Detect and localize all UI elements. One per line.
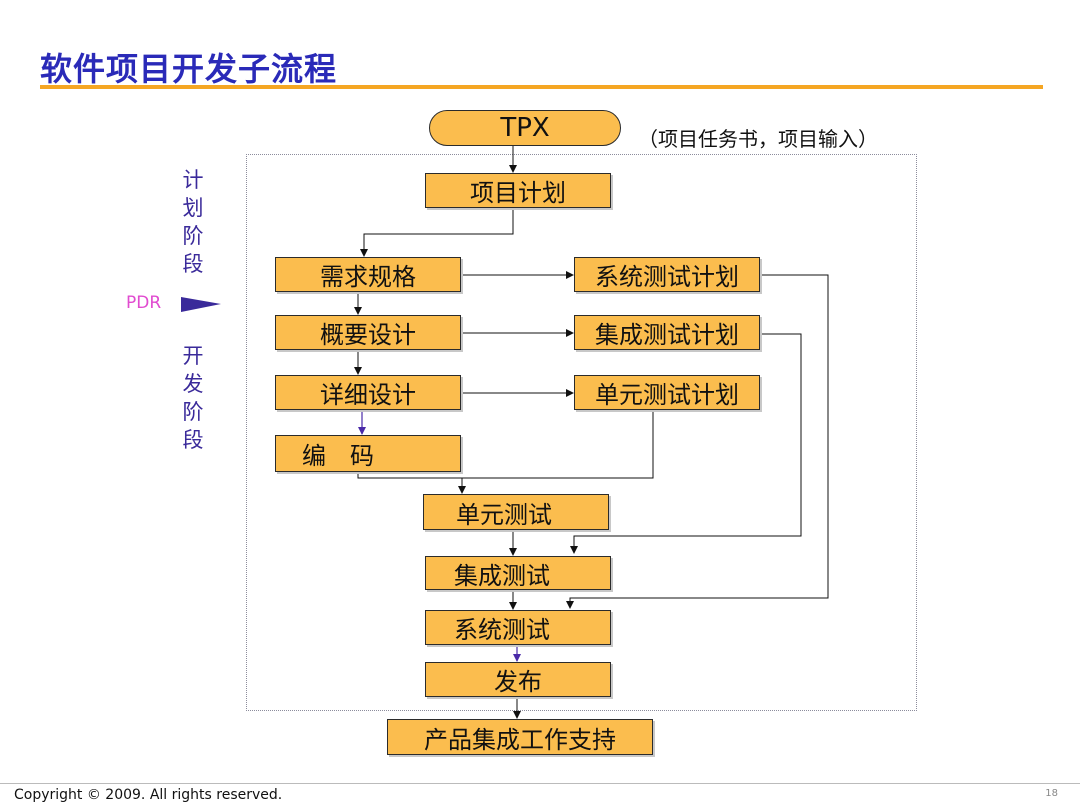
plan-to-req-arrow xyxy=(360,208,514,257)
step-detail-design: 详细设计 xyxy=(275,375,461,410)
step-system-test: 系统测试 xyxy=(425,610,611,645)
step-release: 发布 xyxy=(425,662,611,697)
integplan-to-integ-arrow xyxy=(570,333,802,554)
step-product-integration-support: 产品集成工作支持 xyxy=(387,719,653,755)
coding-to-unittest-arrow xyxy=(357,472,466,494)
footer-divider xyxy=(0,783,1080,784)
plan-integration-test: 集成测试计划 xyxy=(574,315,760,350)
step-project-plan: 项目计划 xyxy=(425,173,611,208)
tpx-note: （项目任务书，项目输入） xyxy=(638,127,878,151)
step-requirements: 需求规格 xyxy=(275,257,461,292)
systemplan-to-system-arrow xyxy=(566,274,829,609)
page-number: 18 xyxy=(1045,788,1058,799)
phase-dev-label: 开 发 阶 段 xyxy=(182,344,204,452)
phase-plan-label: 计 划 阶 段 xyxy=(182,168,204,276)
page-title: 软件项目开发子流程 xyxy=(40,50,338,88)
step-integration-test: 集成测试 xyxy=(425,556,611,590)
pdr-marker-icon xyxy=(181,297,221,312)
process-boundary-frame xyxy=(246,154,917,711)
step-outline-design: 概要设计 xyxy=(275,315,461,350)
tpx-start-node: TPX xyxy=(429,110,621,146)
plan-unit-test: 单元测试计划 xyxy=(574,375,760,410)
title-underline xyxy=(40,85,1043,89)
unitplan-to-unittest-line xyxy=(462,410,654,479)
step-coding: 编 码 xyxy=(275,435,461,472)
pdr-milestone-label: PDR xyxy=(126,293,162,313)
step-unit-test: 单元测试 xyxy=(423,494,609,530)
plan-system-test: 系统测试计划 xyxy=(574,257,760,292)
copyright-notice: Copyright © 2009. All rights reserved. xyxy=(14,787,283,803)
